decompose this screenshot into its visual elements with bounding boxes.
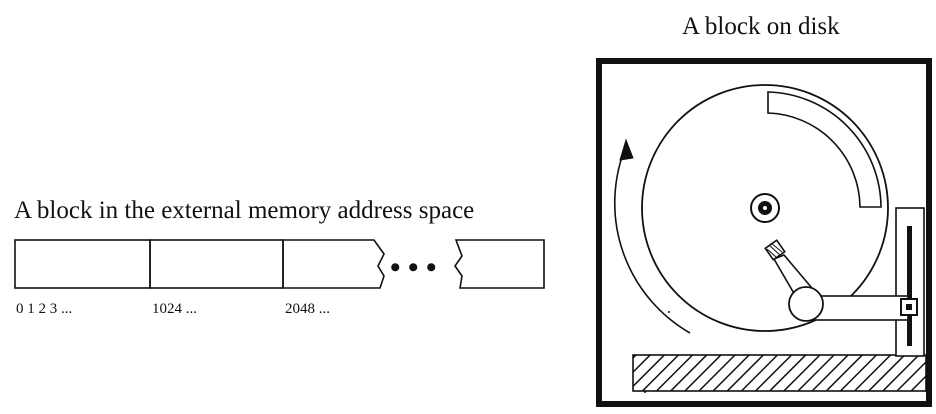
actuator-slot [907,226,912,346]
head-texture [766,242,783,258]
memory-block-last [454,239,545,289]
memory-strip [14,239,545,289]
memory-block-1 [14,239,151,289]
drive-base [632,354,927,392]
disk-caption: A block on disk [682,13,840,40]
rotation-arrow-head-icon [619,138,634,161]
address-label-2048: 2048 ... [285,301,330,317]
disk-block-sector [767,91,882,208]
speck-1 [644,391,646,393]
address-label-1024: 1024 ... [152,301,197,317]
speck-2 [668,311,670,313]
memory-caption: A block in the external memory address s… [14,197,474,224]
address-label-0: 0 1 2 3 ... [16,301,72,317]
memory-ellipsis: • • • [390,251,437,284]
memory-block-2 [149,239,284,289]
arm-pivot [788,286,824,322]
arm-slider-dot [906,304,912,310]
drive-frame [596,58,932,407]
disk-drive-illustration [596,58,932,407]
spindle-center [763,206,767,210]
rotation-arc [613,145,691,334]
memory-block-3 [282,239,385,289]
